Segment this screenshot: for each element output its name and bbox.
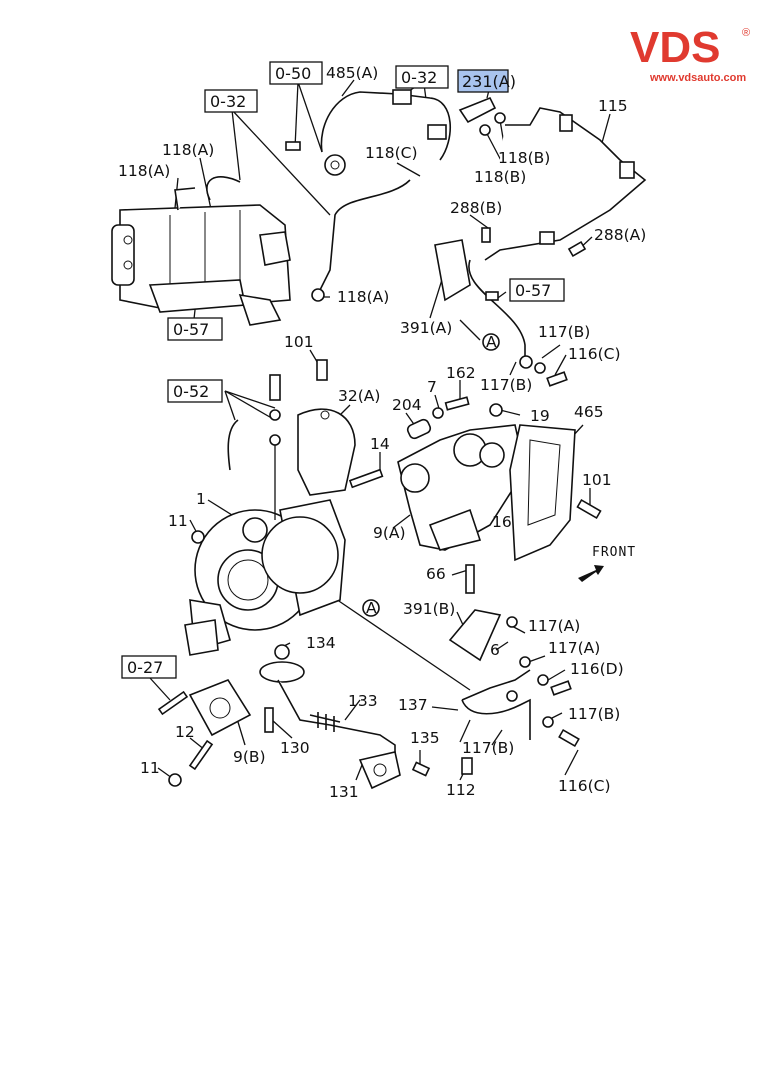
callout-130[interactable]: 130 [280,739,310,757]
ref-marker-a-1: A [482,333,500,351]
callout-117a-1[interactable]: 117(A) [528,617,580,635]
callout-118a-2[interactable]: 118(A) [118,162,170,180]
exhaust-manifold [397,424,526,551]
ref-marker-a-2: A [362,599,380,617]
callout-0-57-right[interactable]: 0-57 [509,278,565,302]
callout-0-32-left-text: 0-32 [210,92,246,111]
callout-288b[interactable]: 288(B) [450,199,502,217]
callout-133[interactable]: 133 [348,692,378,710]
callout-112[interactable]: 112 [446,781,476,799]
callout-0-57-right-text: 0-57 [515,281,551,300]
ref-a-text-2: A [366,599,377,617]
pipe-485a [285,89,451,176]
callout-231a-text: 231(A) [462,72,516,91]
callout-0-27[interactable]: 0-27 [121,655,177,679]
callout-19[interactable]: 19 [530,407,550,425]
callout-465[interactable]: 465 [574,403,604,421]
callout-12[interactable]: 12 [175,723,195,741]
oil-pipe [227,359,328,520]
callout-7[interactable]: 7 [427,378,437,396]
vds-logo-text: VDS [630,23,720,72]
heat-shield-465 [509,424,576,562]
heat-shield-32a [297,408,356,496]
egr-cooler [111,176,291,326]
oil-drain-pipe-133 [259,644,431,790]
callout-116c-2[interactable]: 116(C) [558,777,611,795]
callout-9a[interactable]: 9(A) [373,524,406,542]
callout-11-bottom[interactable]: 11 [140,759,160,777]
callout-117b-1[interactable]: 117(B) [538,323,590,341]
callout-0-57-top[interactable]: 0-57 [167,317,223,341]
pipe-115 [484,107,647,261]
callout-115[interactable]: 115 [598,97,628,115]
callout-118b-2[interactable]: 118(B) [474,168,526,186]
callout-116d[interactable]: 116(D) [570,660,624,678]
callout-118a-1[interactable]: 118(A) [162,141,214,159]
callout-1[interactable]: 1 [196,490,206,508]
vds-logo[interactable]: VDS ® www.vdsauto.com [600,18,760,90]
callout-6[interactable]: 6 [490,641,500,659]
callout-485a[interactable]: 485(A) [326,64,378,82]
callout-134[interactable]: 134 [306,634,336,652]
callout-0-50[interactable]: 0-50 [269,61,323,85]
callout-131[interactable]: 131 [329,783,359,801]
callout-137[interactable]: 137 [398,696,428,714]
turbocharger [184,499,346,656]
callout-101-top[interactable]: 101 [284,333,314,351]
front-label: FRONT [592,545,636,560]
callout-66[interactable]: 66 [426,565,446,583]
callout-0-52-text: 0-52 [173,382,209,401]
oil-return-pipe-137 [461,656,580,775]
vds-url[interactable]: www.vdsauto.com [649,72,746,84]
gasket-9b [157,679,252,787]
callout-117b-2[interactable]: 117(B) [480,376,532,394]
callout-0-50-text: 0-50 [275,64,311,83]
ref-a-text-1: A [486,333,497,351]
front-indicator: FRONT [578,545,636,582]
hose-118c [311,179,411,302]
callout-0-52[interactable]: 0-52 [167,379,223,403]
callout-9b[interactable]: 9(B) [233,748,266,766]
callout-204[interactable]: 204 [392,396,422,414]
callout-231a[interactable]: 231(A) [457,69,516,93]
callout-116c-1[interactable]: 116(C) [568,345,621,363]
callout-117b-4[interactable]: 117(B) [462,739,514,757]
callout-118b-1[interactable]: 118(B) [498,149,550,167]
callout-16[interactable]: 16 [492,513,512,531]
hose-231a [458,96,506,136]
trademark-mark: ® [742,27,750,39]
callout-118a-3[interactable]: 118(A) [337,288,389,306]
callout-118c[interactable]: 118(C) [365,144,418,162]
studs-mid [191,396,602,594]
callout-0-32-top-text: 0-32 [401,68,437,87]
callout-0-27-text: 0-27 [127,658,163,677]
callout-0-32-left[interactable]: 0-32 [204,89,258,113]
callout-32a[interactable]: 32(A) [338,387,380,405]
callout-391a[interactable]: 391(A) [400,319,452,337]
bracket-391b [448,609,518,662]
callout-101-right[interactable]: 101 [582,471,612,489]
callout-14[interactable]: 14 [370,435,390,453]
callout-135[interactable]: 135 [410,729,440,747]
bolts-upper-right [534,240,587,387]
callout-0-57-top-text: 0-57 [173,320,209,339]
callout-117a-2[interactable]: 117(A) [548,639,600,657]
callout-162[interactable]: 162 [446,364,476,382]
bracket-391a [434,227,533,369]
callout-117b-3[interactable]: 117(B) [568,705,620,723]
callout-0-32-top[interactable]: 0-32 [395,65,449,89]
callout-391b[interactable]: 391(B) [403,600,455,618]
callout-11-top[interactable]: 11 [168,512,188,530]
callout-288a[interactable]: 288(A) [594,226,646,244]
